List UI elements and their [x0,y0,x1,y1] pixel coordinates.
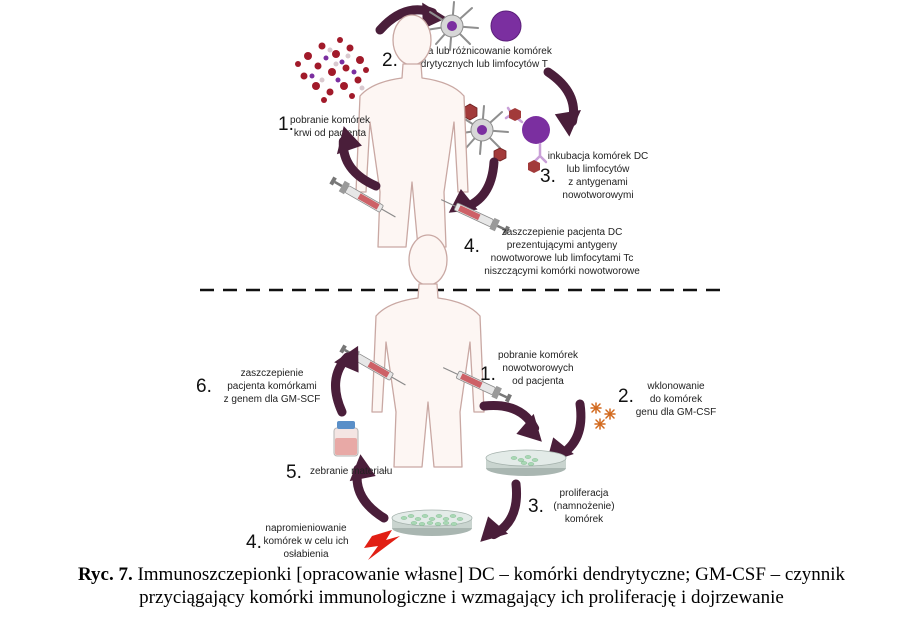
top-step4-number: 4. [464,236,480,257]
bottom-step4-line3: osłabienia [283,549,328,560]
culture-dish-bottom-icon [391,509,473,537]
blood-cells-icon [295,37,369,103]
arrow-vial-to-patient [324,342,364,414]
bottom-step4-number: 4. [246,532,262,553]
top-step4-line3: nowotworowe lub limfocytami Tc [491,253,634,264]
bottom-step6-line3: z genem dla GM-SCF [224,394,321,405]
bottom-step6-number: 6. [196,376,212,397]
patient-body-bottom [371,234,485,468]
top-step3-line2: lub limfocytów [567,164,631,175]
culture-dish-top-icon [485,449,567,477]
top-step4-label: 4. zaszczepienie pacjenta DC prezentując… [464,227,640,277]
bottom-step5-line1: zebranie materiału [310,466,392,477]
bottom-step1-label: 1. pobranie komórek nowotworowych od pac… [480,350,579,387]
top-step4-line1: zaszczepienie pacjenta DC [502,227,623,238]
caption-label: Ryc. 7. [77,564,133,585]
top-step1-line1: pobranie komórek [290,115,371,126]
bottom-step6-label: 6. zaszczepienie pacjenta komórkami z ge… [196,368,320,405]
immunovaccine-diagram: 2. izolacja lub różnicowanie komórek den… [196,0,728,560]
figure-caption: Ryc. 7. Immunoszczepionki [opracowanie w… [0,563,923,609]
bottom-step3-line2: (namnożenie) [553,501,614,512]
bottom-step1-line2: nowotworowych [502,363,573,374]
bottom-step4-label: 4. napromieniowanie komórek w celu ich o… [246,523,349,560]
top-step4-line4: niszczącymi komórki nowotworowe [484,266,640,277]
bottom-step2-label: 2. wklonowanie do komórek genu dla GM-CS… [618,381,716,418]
bottom-step6-line2: pacjenta komórkami [227,381,316,392]
lymphocyte-icon [490,10,522,42]
top-step3-label: 3. inkubacja komórek DC lub limfocytów z… [540,151,648,201]
bottom-step2-line3: genu dla GM-CSF [636,407,717,418]
caption-line-1: Ryc. 7. Immunoszczepionki [opracowanie w… [0,563,923,586]
bottom-step3-line1: proliferacja [560,488,609,499]
antigen-incubation-icon [455,103,550,173]
top-step3-line1: inkubacja komórek DC [548,151,649,162]
bottom-step3-line3: komórek [565,514,604,525]
caption-text-1: Immunoszczepionki [opracowanie własne] D… [137,564,846,585]
gm-csf-gene-icon [590,402,616,430]
arrow-dish-to-collection [342,452,392,525]
top-step1-line2: krwi od pacjenta [294,128,367,139]
top-step4-line2: prezentującymi antygeny [507,240,618,251]
top-step2-label: 2. izolacja lub różnicowanie komórek den… [382,46,553,71]
top-step1-number: 1. [278,114,294,135]
bottom-step2-line2: do komórek [650,394,703,405]
top-step3-line3: z antygenami [568,177,627,188]
top-step3-line4: nowotworowymi [562,190,633,201]
bottom-step3-number: 3. [528,496,544,517]
top-step1-label: 1. pobranie komórek krwi od pacjenta [278,114,371,139]
bottom-step1-number: 1. [480,364,496,385]
top-step2-line2: dendrytycznych lub limfocytów T [404,59,548,70]
bottom-step5-label: 5. zebranie materiału [286,462,392,483]
bottom-step1-line1: pobranie komórek [498,350,579,361]
bottom-step6-line1: zaszczepienie [241,368,304,379]
caption-text-2: przyciągający komórki immunologiczne i w… [139,587,784,608]
bottom-step1-line3: od pacjenta [512,376,564,387]
bottom-step4-line2: komórek w celu ich [263,536,348,547]
bottom-step2-line1: wklonowanie [646,381,705,392]
bottom-step4-line1: napromieniowanie [265,523,347,534]
vial-icon [333,421,359,457]
bottom-step3-label: 3. proliferacja (namnożenie) komórek [528,488,615,525]
top-step3-number: 3. [540,166,556,187]
top-step2-number: 2. [382,50,398,71]
top-step2-line1: izolacja lub różnicowanie komórek [400,46,553,57]
lightning-icon [364,530,400,560]
bottom-step5-number: 5. [286,462,302,483]
bottom-step2-number: 2. [618,386,634,407]
arrow-step1-to-dish [480,390,552,447]
arrow-dish-to-proliferation [475,480,532,552]
